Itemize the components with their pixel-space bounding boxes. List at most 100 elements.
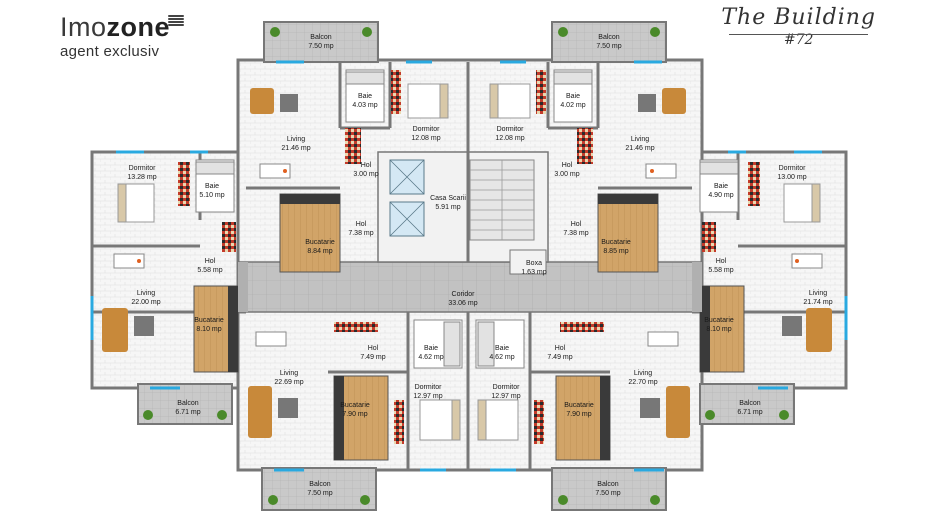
room-area-dormitor-4: 12.97 mp bbox=[491, 393, 520, 400]
room-name-bucatarie-1: Bucatarie bbox=[305, 239, 335, 246]
room-area-living-r: 21.74 mp bbox=[803, 299, 832, 306]
room-area-dormitor-l: 13.28 mp bbox=[127, 174, 156, 181]
kitchens bbox=[193, 193, 745, 461]
room-name-hol-l: Hol bbox=[205, 258, 216, 265]
room-name-balcon-mr: Balcon bbox=[739, 400, 761, 407]
room-area-hol-3: 7.38 mp bbox=[348, 230, 373, 237]
room-name-living-1: Living bbox=[287, 136, 305, 143]
room-name-casa-scarii: Casa Scarii bbox=[430, 195, 466, 202]
room-name-baie-3: Baie bbox=[424, 345, 438, 352]
windows bbox=[90, 60, 848, 472]
room-area-hol-1: 3.00 mp bbox=[353, 171, 378, 178]
room-name-balcon-bl: Balcon bbox=[309, 481, 331, 488]
brand-name-light: Imo bbox=[60, 12, 107, 42]
room-name-living-3: Living bbox=[280, 370, 298, 377]
room-area-living-1: 21.46 mp bbox=[281, 145, 310, 152]
rugs bbox=[178, 70, 760, 444]
corridor-left-strip bbox=[238, 262, 248, 312]
room-area-baie-l: 5.10 mp bbox=[199, 192, 224, 199]
room-area-dormitor-3: 12.97 mp bbox=[413, 393, 442, 400]
room-name-living-r: Living bbox=[809, 290, 827, 297]
room-area-bucatarie-3: 7.90 mp bbox=[342, 411, 367, 418]
corridor-right-strip bbox=[692, 262, 702, 312]
room-area-living-2: 21.46 mp bbox=[625, 145, 654, 152]
room-name-dormitor-l: Dormitor bbox=[129, 165, 157, 172]
room-area-balcon-ml: 6.71 mp bbox=[175, 409, 200, 416]
balconies bbox=[137, 21, 795, 511]
room-area-bucatarie-2: 8.85 mp bbox=[603, 248, 628, 255]
room-name-baie-1: Baie bbox=[358, 93, 372, 100]
room-name-hol-2: Hol bbox=[562, 162, 573, 169]
room-name-balcon-ml: Balcon bbox=[177, 400, 199, 407]
room-name-hol-r: Hol bbox=[716, 258, 727, 265]
room-name-bucatarie-3: Bucatarie bbox=[340, 402, 370, 409]
room-area-living-l: 22.00 mp bbox=[131, 299, 160, 306]
brand-tagline: agent exclusiv bbox=[60, 43, 160, 60]
room-name-balcon-tl: Balcon bbox=[310, 34, 332, 41]
room-name-hol-6: Hol bbox=[555, 345, 566, 352]
room-area-dormitor-r: 13.00 mp bbox=[777, 174, 806, 181]
stair-core bbox=[377, 151, 549, 275]
room-name-baie-4: Baie bbox=[495, 345, 509, 352]
room-area-hol-4: 7.38 mp bbox=[563, 230, 588, 237]
building-title-line2: #72 bbox=[783, 32, 814, 48]
room-area-baie-1: 4.03 mp bbox=[352, 102, 377, 109]
room-name-bucatarie-2: Bucatarie bbox=[601, 239, 631, 246]
beds bbox=[117, 83, 821, 441]
room-area-balcon-mr: 6.71 mp bbox=[737, 409, 762, 416]
room-area-coridor: 33.06 mp bbox=[448, 300, 477, 307]
room-area-baie-2: 4.02 mp bbox=[560, 102, 585, 109]
room-name-dormitor-r: Dormitor bbox=[779, 165, 807, 172]
brand-name-bold: zone bbox=[106, 12, 171, 42]
room-area-balcon-br: 7.50 mp bbox=[595, 490, 620, 497]
room-name-dormitor-1: Dormitor bbox=[413, 126, 441, 133]
room-area-balcon-tr: 7.50 mp bbox=[596, 43, 621, 50]
room-area-baie-3: 4.62 mp bbox=[418, 354, 443, 361]
room-area-baie-r: 4.90 mp bbox=[708, 192, 733, 199]
room-name-dormitor-4: Dormitor bbox=[493, 384, 521, 391]
room-name-dormitor-2: Dormitor bbox=[497, 126, 525, 133]
room-area-bucatarie-l: 8.10 mp bbox=[196, 326, 221, 333]
room-name-bucatarie-4: Bucatarie bbox=[564, 402, 594, 409]
room-area-dormitor-2: 12.08 mp bbox=[495, 135, 524, 142]
room-area-boxa: 1.63 mp bbox=[521, 269, 546, 276]
room-area-hol-l: 5.58 mp bbox=[197, 267, 222, 274]
brand-name: Imozone bbox=[60, 14, 170, 41]
room-area-bucatarie-r: 8.10 mp bbox=[706, 326, 731, 333]
room-name-living-l: Living bbox=[137, 290, 155, 297]
room-area-hol-5: 7.49 mp bbox=[360, 354, 385, 361]
room-area-living-3: 22.69 mp bbox=[274, 379, 303, 386]
room-name-balcon-br: Balcon bbox=[597, 481, 619, 488]
room-area-balcon-bl: 7.50 mp bbox=[307, 490, 332, 497]
room-area-hol-6: 7.49 mp bbox=[547, 354, 572, 361]
room-area-bucatarie-4: 7.90 mp bbox=[566, 411, 591, 418]
room-name-bucatarie-r: Bucatarie bbox=[704, 317, 734, 324]
room-name-dormitor-3: Dormitor bbox=[415, 384, 443, 391]
room-name-baie-2: Baie bbox=[566, 93, 580, 100]
room-name-hol-3: Hol bbox=[356, 221, 367, 228]
room-area-balcon-tl: 7.50 mp bbox=[308, 43, 333, 50]
room-name-boxa: Boxa bbox=[526, 260, 542, 267]
room-name-baie-r: Baie bbox=[714, 183, 728, 190]
living-furniture bbox=[102, 88, 832, 438]
bathrooms bbox=[195, 69, 739, 369]
room-name-living-2: Living bbox=[631, 136, 649, 143]
room-area-hol-2: 3.00 mp bbox=[554, 171, 579, 178]
room-name-coridor: Coridor bbox=[452, 291, 476, 298]
room-area-living-4: 22.70 mp bbox=[628, 379, 657, 386]
building-title-line1: The Building bbox=[721, 5, 876, 30]
building-title: The Building #72 bbox=[721, 4, 876, 48]
room-name-bucatarie-l: Bucatarie bbox=[194, 317, 224, 324]
room-area-bucatarie-1: 8.84 mp bbox=[307, 248, 332, 255]
room-name-balcon-tr: Balcon bbox=[598, 34, 620, 41]
room-area-dormitor-1: 12.08 mp bbox=[411, 135, 440, 142]
imozone-logo-icon bbox=[168, 15, 184, 28]
room-area-hol-r: 5.58 mp bbox=[708, 267, 733, 274]
room-name-hol-1: Hol bbox=[361, 162, 372, 169]
room-name-hol-5: Hol bbox=[368, 345, 379, 352]
brand-block: Imozone agent exclusiv bbox=[60, 14, 184, 61]
room-area-casa-scarii: 5.91 mp bbox=[435, 204, 460, 211]
room-name-hol-4: Hol bbox=[571, 221, 582, 228]
room-area-baie-4: 4.62 mp bbox=[489, 354, 514, 361]
